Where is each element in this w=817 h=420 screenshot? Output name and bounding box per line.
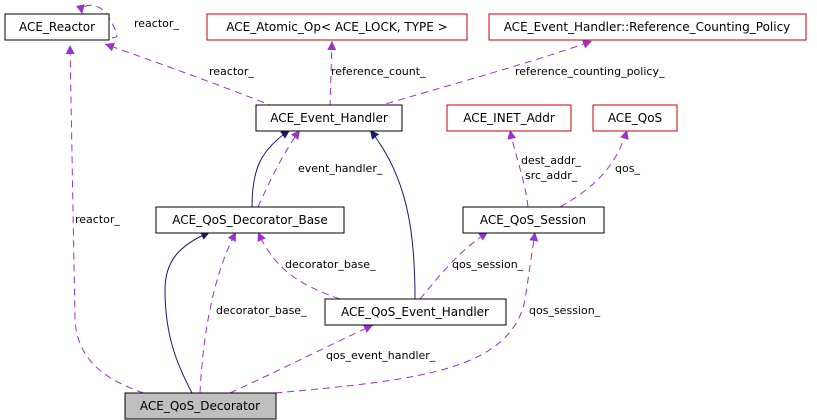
node-ace-reactor[interactable]: ACE_Reactor: [4, 13, 110, 41]
node-ace-qos-decorator-base[interactable]: ACE_QoS_Decorator_Base: [155, 206, 345, 234]
label-src-addr: src_addr_: [525, 169, 578, 182]
node-ace-qos-session[interactable]: ACE_QoS_Session: [462, 206, 605, 234]
node-label: ACE_Atomic_Op< ACE_LOCK, TYPE >: [226, 20, 447, 34]
node-ref-counting-policy[interactable]: ACE_Event_Handler::Reference_Counting_Po…: [488, 13, 807, 41]
label-qos-event-handler: qos_event_handler_: [326, 349, 436, 362]
edge-decorator-qossession: [274, 231, 539, 394]
label-qos-session-qeh: qos_session_: [452, 258, 524, 271]
edge-qossession-qos: [559, 129, 629, 208]
node-ace-event-handler[interactable]: ACE_Event_Handler: [255, 104, 403, 132]
label-reference-counting-policy: reference_counting_policy_: [515, 65, 665, 78]
label-reference-count: reference_count_: [331, 65, 426, 78]
node-ace-atomic-op[interactable]: ACE_Atomic_Op< ACE_LOCK, TYPE >: [206, 13, 468, 41]
label-reactor-self: reactor_: [134, 17, 179, 30]
label-decorator-base-decorator: decorator_base_: [216, 304, 307, 317]
edge-decorator-reactor: [65, 44, 156, 398]
edge-decorator-inherits-decoratorbase: [164, 231, 211, 394]
label-qos: qos_: [615, 162, 640, 175]
node-label: ACE_Event_Handler: [270, 111, 388, 125]
node-label: ACE_QoS_Session: [480, 213, 586, 227]
node-label: ACE_QoS_Decorator: [140, 399, 260, 413]
edges: [65, 4, 629, 398]
edge-qoseventhandler-decoratorbase: [257, 231, 341, 300]
edge-qossession-inetaddr: [507, 129, 529, 208]
edge-labels: reactor_ reactor_ reference_count_ refer…: [75, 17, 665, 362]
edge-qoseventhandler-inherits-eventhandler: [369, 129, 416, 300]
label-reactor-eventhandler: reactor_: [209, 65, 254, 78]
edge-decorator-decoratorbase: [199, 231, 237, 394]
edge-decoratorbase-eventhandler: [257, 129, 301, 208]
edge-decoratorbase-inherits-eventhandler: [251, 129, 291, 208]
label-decorator-base-qeh: decorator_base_: [285, 258, 376, 271]
node-ace-qos-decorator[interactable]: ACE_QoS_Decorator: [124, 392, 277, 420]
label-reactor-decorator: reactor_: [75, 213, 120, 226]
edge-eventhandler-refpolicy: [374, 39, 593, 108]
label-dest-addr: dest_addr_: [521, 154, 582, 167]
node-label: ACE_QoS_Decorator_Base: [172, 213, 327, 227]
node-ace-inet-addr[interactable]: ACE_INET_Addr: [446, 104, 572, 132]
node-label: ACE_Reactor: [19, 20, 95, 34]
label-qos-session-decorator: qos_session_: [529, 304, 601, 317]
edge-qoseventhandler-qossession: [419, 231, 489, 300]
node-ace-qos[interactable]: ACE_QoS: [592, 104, 678, 132]
node-ace-qos-event-handler[interactable]: ACE_QoS_Event_Handler: [324, 298, 507, 326]
label-event-handler: event_handler_: [298, 162, 383, 175]
node-label: ACE_INET_Addr: [463, 111, 555, 125]
node-label: ACE_Event_Handler::Reference_Counting_Po…: [504, 20, 791, 34]
node-label: ACE_QoS_Event_Handler: [341, 305, 489, 319]
node-label: ACE_QoS: [608, 111, 662, 125]
